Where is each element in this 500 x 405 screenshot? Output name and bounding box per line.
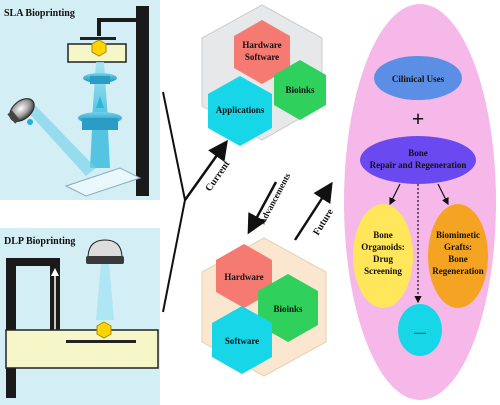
ellipsis-node bbox=[398, 304, 442, 356]
dlp-light-cone bbox=[96, 264, 114, 320]
sla-platform bbox=[80, 37, 116, 40]
dlp-frame-post bbox=[6, 258, 16, 398]
dlp-resin-vat bbox=[5, 329, 159, 369]
organoids-line2: Organoids: bbox=[361, 242, 405, 252]
dlp-title: DLP Bioprinting bbox=[4, 236, 75, 247]
ellipsis-label: ...... bbox=[414, 327, 426, 336]
organoids-line3: Drug bbox=[373, 254, 393, 264]
arrow-to-grafts bbox=[437, 183, 449, 206]
label-current: Current bbox=[203, 158, 232, 193]
sla-light-source bbox=[7, 98, 35, 124]
sla-frame-rod bbox=[97, 18, 101, 36]
future-software-label: Software bbox=[225, 336, 259, 346]
sla-diagonal-beam bbox=[26, 104, 96, 176]
arrow-to-organoids bbox=[389, 183, 401, 206]
bone-repair-line1: Bone bbox=[408, 148, 428, 158]
future-bioinks-label: Bioinks bbox=[273, 304, 303, 314]
current-hex-applications bbox=[208, 76, 272, 146]
sla-title: SLA Bioprinting bbox=[4, 8, 75, 19]
plus-sign: + bbox=[412, 106, 425, 131]
sla-upper-lens-body bbox=[90, 76, 110, 84]
future-cluster: Hardware Bioinks Software bbox=[201, 237, 327, 377]
organoids-line1: Bone bbox=[373, 230, 393, 240]
sla-panel: SLA Bioprinting bbox=[0, 0, 160, 200]
grafts-line3: Bone bbox=[448, 254, 468, 264]
sla-beam-lower bbox=[90, 130, 110, 168]
sla-beam-focus bbox=[96, 96, 104, 108]
current-applications-label: Applications bbox=[216, 105, 265, 115]
organoids-line4: Screening bbox=[364, 266, 402, 276]
grafts-line2: Grafts: bbox=[444, 242, 472, 252]
future-hex-bioinks bbox=[258, 274, 318, 342]
dlp-frame-arm bbox=[16, 258, 60, 266]
bracket-top bbox=[162, 91, 186, 201]
dlp-projector-base bbox=[86, 256, 124, 264]
arrow-advancements bbox=[247, 181, 278, 235]
arrow-current bbox=[183, 139, 228, 201]
sla-frame-post bbox=[136, 6, 149, 196]
organoids-node bbox=[353, 204, 413, 308]
clinical-uses-label: Cilinical Uses bbox=[392, 74, 445, 84]
current-bioinks-label: Bioinks bbox=[285, 85, 315, 95]
sla-printed-object bbox=[91, 39, 107, 57]
bone-repair-node bbox=[360, 136, 476, 184]
grafts-node bbox=[428, 204, 488, 308]
current-hex-bioinks bbox=[274, 60, 326, 120]
future-hex-software bbox=[212, 306, 272, 374]
current-hex-hardware bbox=[234, 20, 290, 84]
current-hardware-label: Hardware bbox=[242, 40, 281, 50]
grafts-line4: Regeneration bbox=[432, 266, 484, 276]
dlp-platform bbox=[66, 340, 136, 343]
clinical-uses-node bbox=[374, 56, 462, 100]
dlp-arrow-up bbox=[51, 268, 59, 276]
dlp-printed-object bbox=[96, 321, 112, 339]
clinical-panel: Cilinical Uses + Bone Repair and Regener… bbox=[344, 4, 496, 400]
bracket-bottom bbox=[162, 199, 186, 313]
sla-lower-lens-body bbox=[82, 118, 118, 130]
future-hardware-label: Hardware bbox=[224, 272, 263, 282]
dlp-projector bbox=[87, 239, 123, 259]
arrow-future bbox=[293, 181, 333, 241]
current-software-label: Software bbox=[245, 52, 279, 62]
grafts-line1: Biomimetic bbox=[436, 230, 480, 240]
bone-repair-line2: Repair and Regeneration bbox=[370, 160, 467, 170]
sla-light-dot bbox=[27, 119, 33, 125]
sla-mirror bbox=[64, 167, 142, 197]
sla-frame-arm bbox=[98, 18, 138, 22]
dlp-panel-bg bbox=[0, 228, 160, 405]
label-advancements: Advancements bbox=[257, 171, 293, 226]
current-cluster: Hardware Software Bioinks Applications bbox=[201, 4, 326, 146]
dlp-panel: DLP Bioprinting bbox=[0, 228, 160, 405]
